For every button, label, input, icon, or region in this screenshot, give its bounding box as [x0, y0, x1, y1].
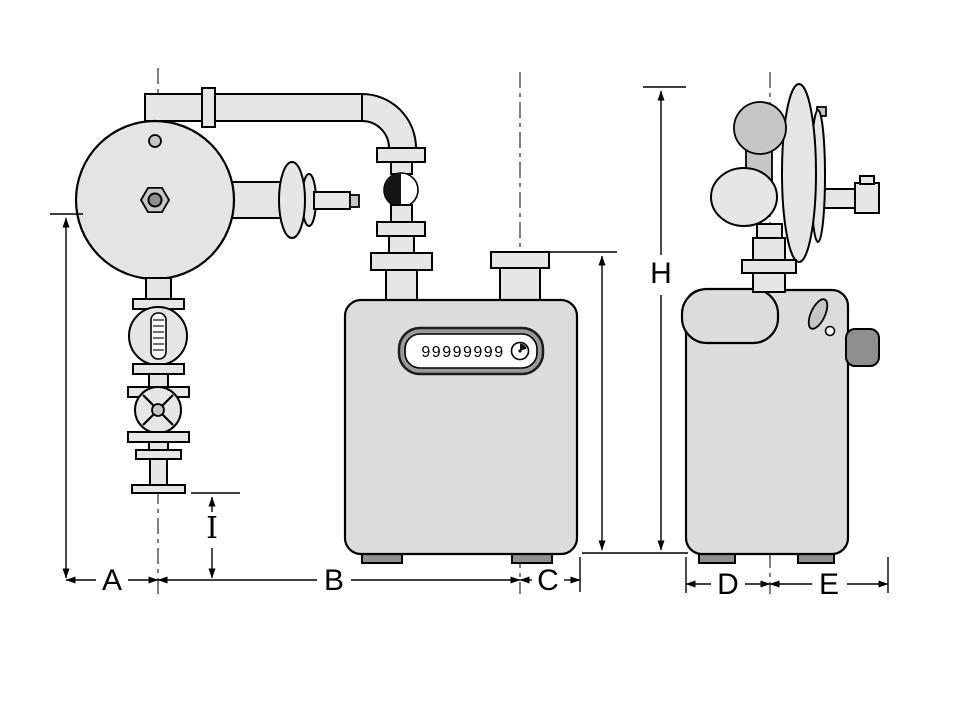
dim-label-C: C [537, 564, 559, 597]
dim-label-I: I [206, 511, 218, 546]
regulator-nut-center [147, 192, 163, 208]
horizontal-inlet-pipe [144, 93, 363, 122]
regulator-top-dome [733, 101, 787, 155]
dim-connection-height [546, 251, 688, 554]
riser-pipe [148, 373, 169, 388]
dim-E: E [769, 557, 889, 601]
side-view [680, 83, 880, 564]
dim-label-B: B [324, 564, 344, 597]
dim-left-vertical [50, 213, 83, 579]
pipe-nipple [390, 161, 413, 175]
meter-side [680, 287, 880, 564]
wheel-hub [151, 403, 165, 417]
vent-cap [349, 194, 360, 208]
dim-H: H [643, 86, 686, 551]
pipe-nipple [390, 204, 413, 223]
vent-fitting [854, 182, 880, 214]
front-view: 99999999 [74, 87, 579, 564]
sight-glass-window [150, 312, 167, 360]
dim-label-H: H [650, 257, 672, 290]
sight-glass-stripes [153, 319, 164, 351]
pipe-elbow [361, 92, 418, 149]
odometer-reading: 99999999 [421, 344, 504, 361]
valve-flange [127, 431, 190, 443]
regulator-bolt [148, 134, 162, 148]
meter-inlet-connection [385, 269, 418, 303]
riser-pipe [145, 277, 172, 302]
meter-inlet-swivel [370, 252, 433, 271]
riser-flange [135, 449, 182, 460]
outlet-port [490, 251, 550, 303]
pipe-nipple [388, 235, 415, 254]
meter-top-cover [680, 287, 780, 345]
side-outlet-boss [845, 328, 880, 367]
test-dial-hub [518, 349, 522, 353]
vent-fitting-cap [859, 175, 875, 185]
vent-pipe [313, 191, 351, 210]
regulator-side [710, 83, 880, 293]
riser-pipe [148, 441, 169, 451]
dim-C: C [519, 557, 581, 597]
meter-outlet-swivel [490, 251, 550, 269]
riser-flange [132, 363, 185, 375]
dim-label-E: E [819, 568, 839, 601]
regulator-lower-dome [710, 167, 778, 227]
pipe-union-flange [201, 87, 216, 128]
riser-assembly [127, 277, 190, 494]
regulator-front [74, 119, 236, 281]
index-display: 99999999 [397, 326, 545, 376]
elbow-flange [376, 147, 426, 163]
dim-B: B [157, 564, 521, 597]
inlet-flange-side [741, 259, 797, 274]
regulator-disc [781, 83, 817, 263]
meter-outlet-connection [499, 267, 541, 303]
riser-end-flange [131, 484, 186, 494]
valve-flange [376, 221, 426, 237]
display-window [404, 333, 538, 369]
meter-front: 99999999 [343, 298, 579, 564]
dim-A: A [65, 564, 159, 597]
dim-label-D: D [717, 568, 739, 601]
dim-label-A: A [102, 564, 122, 597]
dim-D: D [685, 557, 771, 601]
dim-I: I [191, 492, 240, 579]
index-detail [807, 298, 829, 330]
vent-neck [230, 181, 284, 219]
vent-disc [278, 161, 306, 239]
riser-pipe [149, 458, 168, 488]
ball-valve-indicator [384, 173, 401, 207]
vent-assembly [230, 161, 360, 239]
test-dial-needle [520, 343, 527, 351]
index-screw [824, 325, 836, 337]
dimensions: A B C I H [50, 86, 889, 601]
